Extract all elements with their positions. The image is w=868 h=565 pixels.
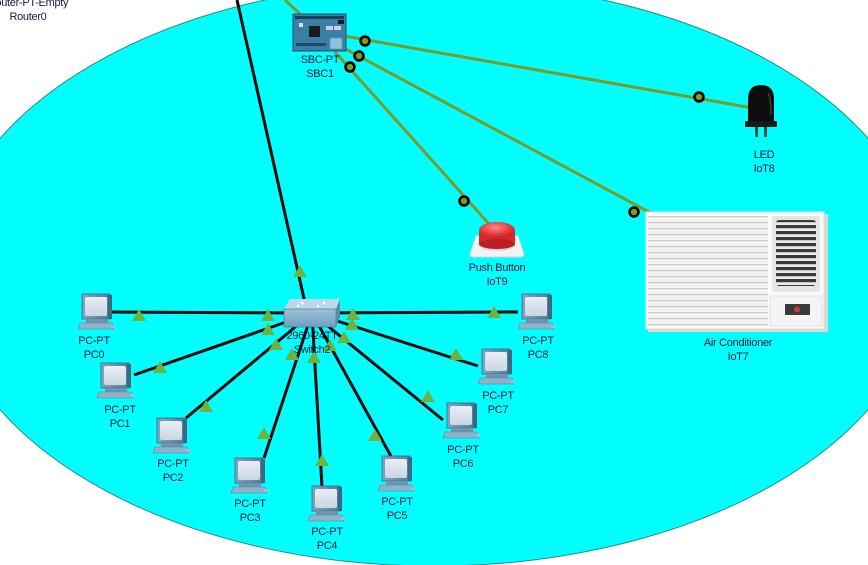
link-status-up-icon: [368, 429, 382, 441]
pc-icon[interactable]: [152, 417, 190, 454]
pc-label: PC-PT PC1: [104, 403, 136, 431]
link-router-switch[interactable]: [235, 0, 307, 304]
link-switch-pc8[interactable]: [311, 310, 519, 315]
pc-label: PC-PT PC2: [157, 457, 189, 485]
link-switch-pc6[interactable]: [311, 311, 444, 422]
link-switch-pc2[interactable]: [185, 311, 313, 420]
pc-label: PC-PT PC4: [311, 525, 343, 553]
sbc-device[interactable]: [292, 13, 347, 52]
pc-model: PC-PT: [381, 496, 413, 508]
link-switch-pc3[interactable]: [262, 312, 314, 459]
router-label: Router-PT-Empty Router0: [0, 0, 69, 24]
link-status-up-icon: [261, 309, 275, 321]
air-conditioner-label: Air Conditioner IoT7: [703, 336, 773, 364]
pc-name: PC2: [162, 472, 184, 484]
pc-icon[interactable]: [517, 293, 555, 330]
air-conditioner-icon[interactable]: [645, 211, 828, 332]
pc-label: PC-PT PC0: [78, 334, 110, 362]
pc-model: PC-PT: [311, 526, 343, 538]
led-name: IoT8: [753, 163, 775, 175]
link-status-up-icon: [132, 309, 146, 321]
pc-icon[interactable]: [96, 362, 134, 399]
pc-model: PC-PT: [234, 498, 266, 510]
link-endpoint-icon: [353, 50, 365, 62]
pc-name: PC8: [527, 349, 549, 361]
pc-model: PC-PT: [104, 404, 136, 416]
link-status-up-icon: [449, 348, 463, 360]
link-sbc-top[interactable]: [283, 0, 302, 16]
link-status-up-icon: [285, 348, 299, 360]
push-button-label: Push Button IoT9: [469, 261, 526, 289]
switch-device[interactable]: [283, 299, 340, 328]
link-status-up-icon: [345, 318, 359, 330]
pc-model: PC-PT: [157, 458, 189, 470]
switch-name: Switch2: [293, 344, 331, 356]
pc-label: PC-PT PC8: [522, 334, 554, 362]
pc-model: PC-PT: [522, 335, 554, 347]
link-sbc-ac[interactable]: [339, 44, 661, 220]
link-status-up-icon: [487, 306, 501, 318]
link-endpoint-icon: [693, 91, 705, 103]
link-status-up-icon: [269, 338, 283, 350]
link-switch-pc1[interactable]: [133, 311, 313, 377]
switch-label: 2960-24TT Switch2: [286, 329, 337, 357]
link-status-up-icon: [346, 308, 360, 320]
link-status-up-icon: [199, 400, 213, 412]
pc-label: PC-PT PC7: [482, 389, 514, 417]
link-endpoint-icon: [359, 35, 371, 47]
link-status-up-icon: [153, 361, 167, 373]
led-label: LED IoT8: [754, 148, 775, 176]
link-status-up-icon: [257, 427, 271, 439]
air-conditioner-name: IoT7: [727, 351, 749, 363]
sbc-model: SBC-PT: [300, 54, 340, 66]
link-status-up-icon: [261, 323, 275, 335]
sbc-label: SBC-PT SBC1: [301, 53, 340, 81]
pc-icon[interactable]: [307, 485, 345, 522]
link-status-up-icon: [323, 339, 337, 351]
link-status-up-icon: [315, 454, 329, 466]
link-endpoint-icon: [344, 61, 356, 73]
push-button-icon[interactable]: [469, 222, 525, 258]
pc-model: PC-PT: [447, 444, 479, 456]
pc-icon[interactable]: [377, 455, 415, 492]
pc-name: PC5: [386, 510, 408, 522]
pc-label: PC-PT PC5: [381, 495, 413, 523]
pc-icon[interactable]: [477, 348, 515, 385]
link-switch-pc7[interactable]: [311, 311, 479, 368]
pc-name: PC0: [83, 349, 105, 361]
pc-name: PC1: [109, 418, 131, 430]
led-icon[interactable]: [745, 85, 777, 137]
pc-label: PC-PT PC6: [447, 443, 479, 471]
sbc-name: SBC1: [306, 68, 334, 80]
link-status-up-icon: [337, 331, 351, 343]
pc-name: PC3: [239, 512, 261, 524]
link-endpoint-icon: [628, 206, 640, 218]
pc-icon[interactable]: [77, 293, 115, 330]
pc-model: PC-PT: [78, 335, 110, 347]
link-status-up-icon: [421, 390, 435, 402]
led-model: LED: [753, 149, 775, 161]
push-button-name: IoT9: [486, 276, 508, 288]
air-conditioner-model: Air Conditioner: [703, 337, 773, 349]
router-model: Router-PT-Empty: [0, 0, 69, 9]
link-switch-pc0[interactable]: [109, 310, 313, 315]
switch-model: 2960-24TT: [286, 330, 338, 342]
pc-name: PC4: [316, 540, 338, 552]
link-status-up-icon: [293, 265, 307, 277]
pc-icon[interactable]: [442, 402, 480, 439]
link-endpoint-icon: [458, 195, 470, 207]
link-status-up-icon: [307, 351, 321, 363]
pc-label: PC-PT PC3: [234, 497, 266, 525]
pc-model: PC-PT: [482, 390, 514, 402]
push-button-model: Push Button: [468, 262, 526, 274]
pc-name: PC6: [452, 458, 474, 470]
pc-icon[interactable]: [230, 457, 268, 494]
link-switch-pc5[interactable]: [310, 312, 394, 459]
router-name: Router0: [9, 11, 47, 23]
pc-name: PC7: [487, 404, 509, 416]
